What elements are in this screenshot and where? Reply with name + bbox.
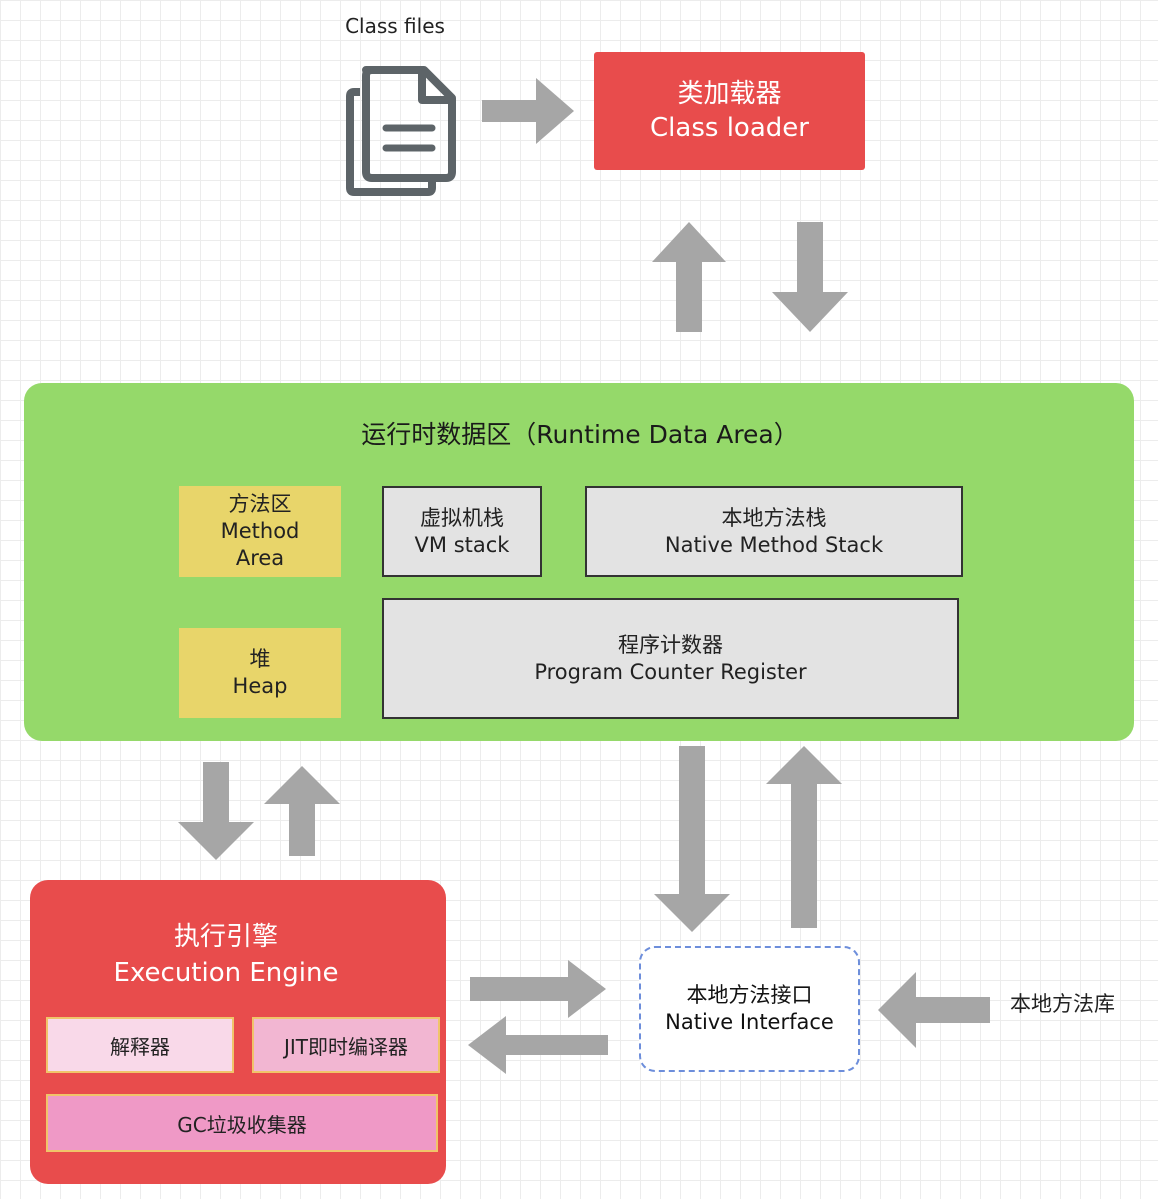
method-area-label-en-2: Area [235,546,285,570]
heap-box: 堆 Heap [179,628,341,718]
execution-engine-label-cn: 执行引擎 [173,922,278,952]
native-library-label: 本地方法库 [1010,992,1115,1016]
arrow-down-to-execution-engine [178,762,254,860]
interpreter-box: 解释器 [46,1017,234,1073]
arrow-up-from-native-interface [766,746,842,928]
native-interface-label-en: Native Interface [665,1010,834,1034]
runtime-data-area-title: 运行时数据区（Runtime Data Area） [361,420,799,449]
class-files-label: Class files [345,14,445,38]
native-interface-label-cn: 本地方法接口 [686,983,813,1007]
vm-stack-label-cn: 虚拟机栈 [420,505,504,530]
arrow-left-from-native-library [878,972,990,1048]
pc-register-label-en: Program Counter Register [534,659,807,684]
class-loader-label-cn: 类加载器 [677,79,782,109]
method-area-label-en-1: Method [220,519,300,543]
execution-engine-title: 执行引擎 Execution Engine [30,918,422,992]
pc-register-box: 程序计数器 Program Counter Register [382,598,959,719]
arrow-up-to-runtime-area [264,766,340,856]
heap-label-en: Heap [232,674,288,698]
arrow-up-to-class-loader [652,222,726,332]
arrow-right-to-class-loader [482,78,574,144]
vm-stack-label-en: VM stack [414,532,510,557]
arrow-down-to-runtime-area [772,222,848,332]
native-interface-box: 本地方法接口 Native Interface [639,946,860,1072]
native-method-stack-label-cn: 本地方法栈 [721,505,827,530]
method-area-box: 方法区 Method Area [179,486,341,577]
arrow-down-to-native-interface [654,746,730,932]
execution-engine-label-en: Execution Engine [113,958,339,988]
document-stack-icon [346,62,458,196]
arrow-left-to-execution-engine [468,1016,608,1074]
native-method-stack-box: 本地方法栈 Native Method Stack [585,486,963,577]
arrow-right-to-native-interface [470,960,606,1018]
class-loader-box: 类加载器 Class loader [594,52,865,170]
pc-register-label-cn: 程序计数器 [618,632,723,657]
class-loader-label-en: Class loader [650,113,809,143]
method-area-label-cn: 方法区 [228,492,292,516]
vm-stack-box: 虚拟机栈 VM stack [382,486,542,577]
heap-label-cn: 堆 [249,647,271,671]
gc-collector-box: GC垃圾收集器 [46,1094,438,1152]
native-method-stack-label-en: Native Method Stack [664,532,884,557]
jit-compiler-box: JIT即时编译器 [252,1017,440,1073]
